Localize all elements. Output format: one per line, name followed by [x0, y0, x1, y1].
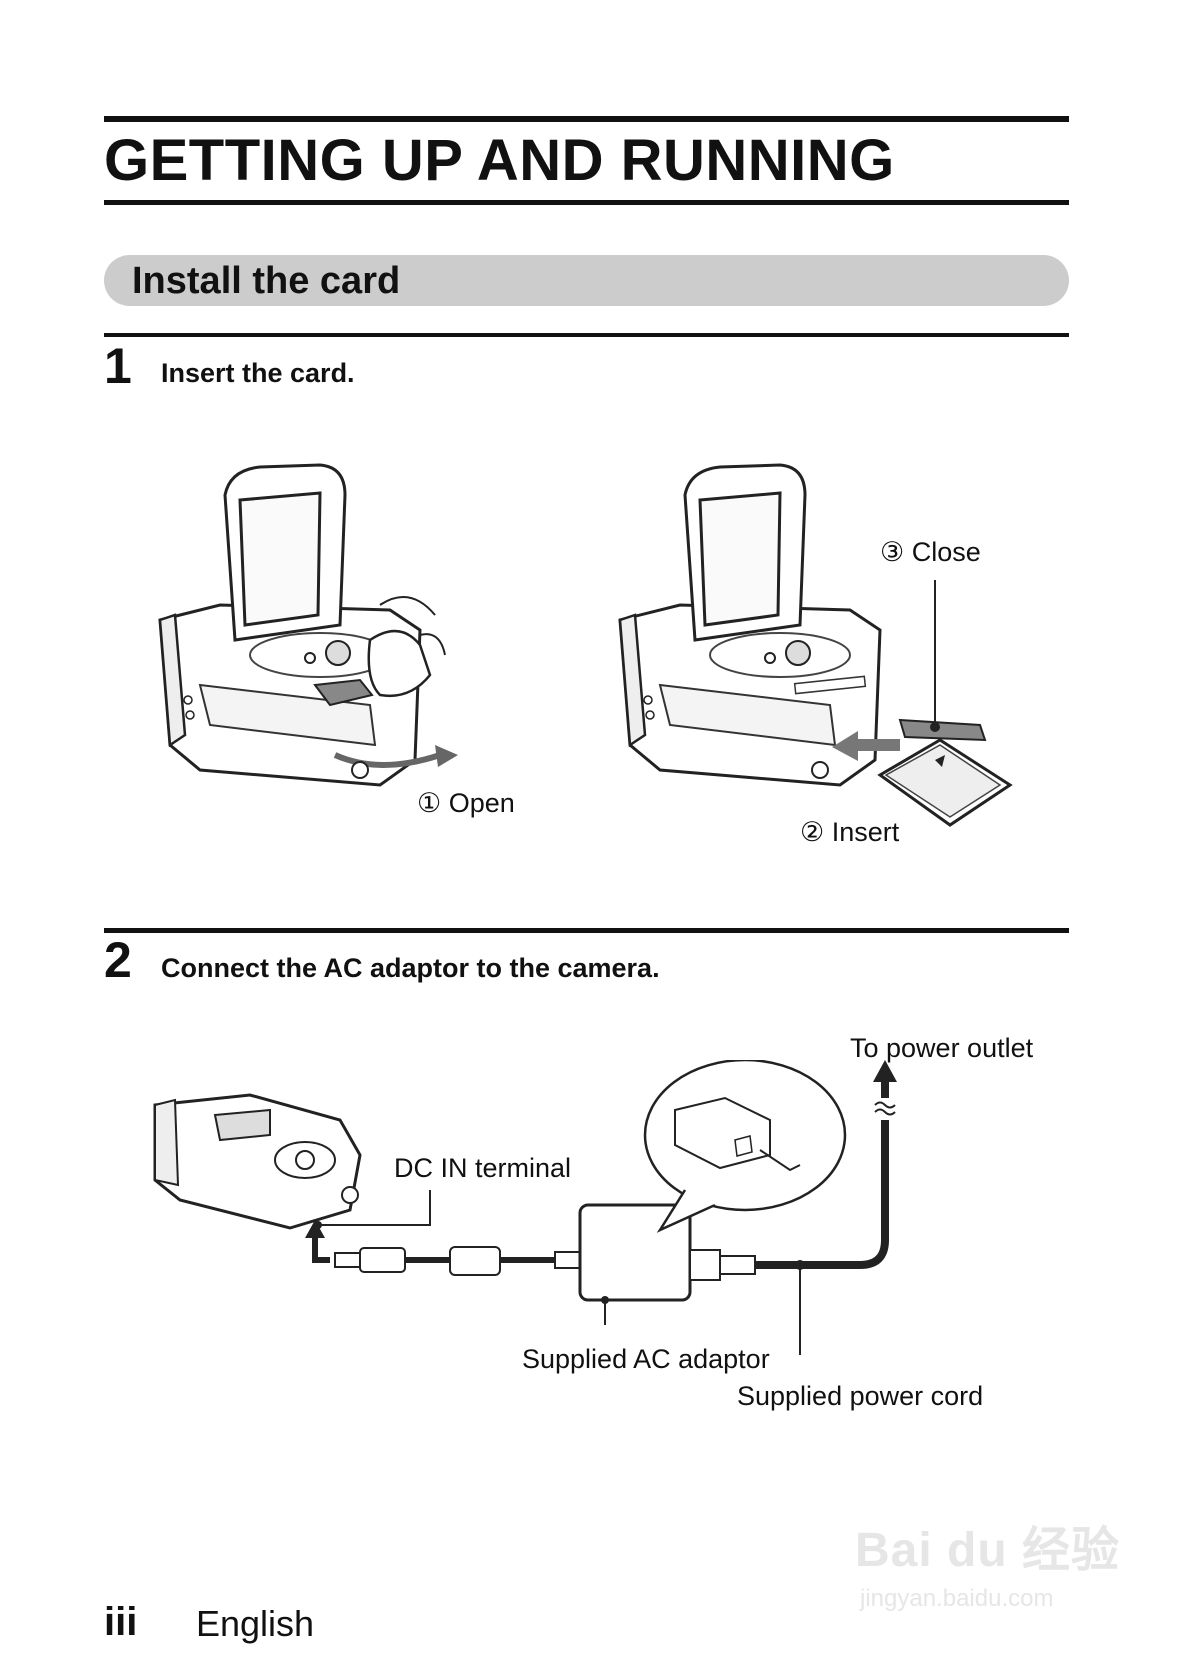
section-header: Install the card — [104, 255, 1069, 306]
supplied-power-cord-label: Supplied power cord — [737, 1381, 984, 1411]
close-label: ③ Close — [880, 537, 981, 567]
step1-rule — [104, 333, 1069, 337]
page-title: GETTING UP AND RUNNING — [104, 128, 895, 193]
dc-in-terminal-label: DC IN terminal — [394, 1153, 572, 1183]
page-number: iii — [104, 1600, 138, 1644]
camera-open-illustration — [158, 463, 458, 787]
to-power-outlet-label: To power outlet — [850, 1033, 1034, 1063]
section-title: Install the card — [132, 260, 401, 302]
step2-text: Connect the AC adaptor to the camera. — [161, 953, 660, 983]
baidu-watermark-url: jingyan.baidu.com — [860, 1585, 1054, 1612]
card-insert-illustration — [618, 463, 1013, 827]
language-label: English — [196, 1603, 315, 1644]
step1-number: 1 — [104, 338, 132, 394]
ac-adaptor-diagram — [153, 1060, 897, 1355]
open-label: ① Open — [417, 788, 515, 818]
baidu-watermark: Bai du 经验 — [855, 1524, 1121, 1577]
supplied-ac-adaptor-label: Supplied AC adaptor — [522, 1344, 770, 1374]
title-bottom-rule — [104, 200, 1069, 205]
title-top-rule — [104, 116, 1069, 122]
step2-rule — [104, 928, 1069, 933]
insert-label: ② Insert — [800, 817, 900, 847]
step2-number: 2 — [104, 932, 132, 988]
step1-text: Insert the card. — [161, 358, 355, 388]
